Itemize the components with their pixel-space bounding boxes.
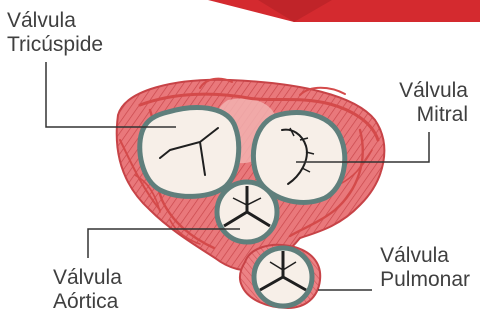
tricuspid-valve: [140, 108, 239, 197]
aortic-label: Válvula Aórtica: [53, 266, 122, 314]
aortic-label-line2: Aórtica: [53, 290, 122, 314]
tricuspid-label-line1: Válvula: [7, 9, 103, 33]
tricuspid-label: Válvula Tricúspide: [7, 9, 103, 57]
pulmonary-label-line1: Válvula: [380, 244, 470, 268]
aortic-valve: [217, 182, 277, 242]
pulmonary-label: Válvula Pulmonar: [380, 244, 470, 292]
mitral-label: Válvula Mitral: [399, 79, 468, 127]
aortic-label-line1: Válvula: [53, 266, 122, 290]
pulmonary-valve: [254, 248, 312, 306]
tricuspid-label-line2: Tricúspide: [7, 33, 103, 57]
pulmonary-label-line2: Pulmonar: [380, 268, 470, 292]
top-banner: [208, 0, 480, 30]
mitral-label-line2: Mitral: [399, 103, 468, 127]
mitral-label-line1: Válvula: [399, 79, 468, 103]
